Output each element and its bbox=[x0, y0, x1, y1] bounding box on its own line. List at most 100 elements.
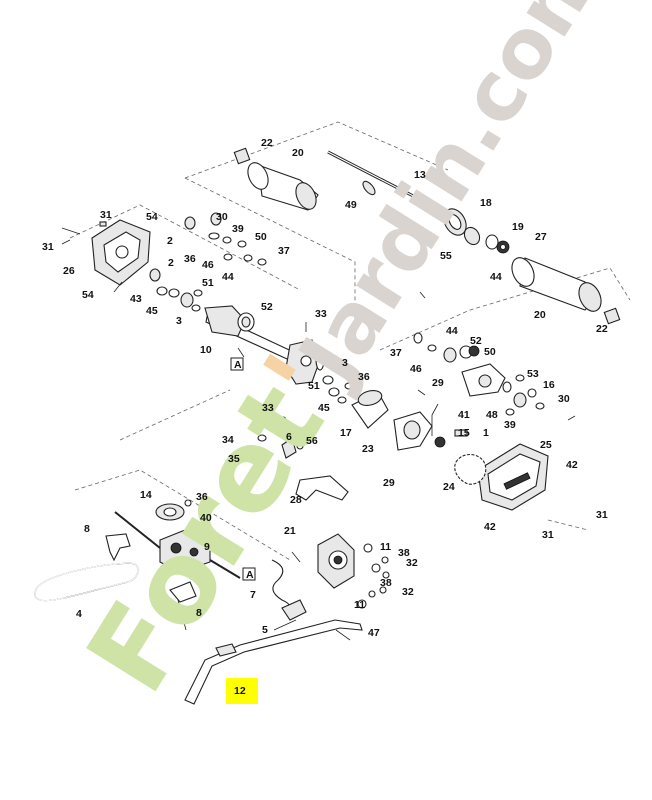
callout-39-b: 39 bbox=[504, 419, 516, 431]
shaft-bearing-assembly bbox=[443, 208, 510, 254]
callout-19: 19 bbox=[512, 221, 524, 233]
callout-56: 56 bbox=[306, 435, 318, 447]
callout-44-b: 44 bbox=[222, 271, 234, 283]
callout-43: 43 bbox=[130, 293, 142, 305]
callout-29: 29 bbox=[432, 377, 444, 389]
callout-36-c: 36 bbox=[196, 491, 208, 503]
callout-38: 38 bbox=[398, 547, 410, 559]
callout-48: 48 bbox=[486, 409, 498, 421]
callout-31: 31 bbox=[100, 209, 112, 221]
callout-8: 8 bbox=[84, 523, 90, 535]
callout-45-b: 45 bbox=[318, 402, 330, 414]
shift-lever bbox=[105, 533, 131, 562]
drive-shaft bbox=[327, 150, 451, 217]
callout-13: 13 bbox=[414, 169, 426, 181]
front-roller bbox=[233, 147, 319, 211]
callout-50-b: 50 bbox=[484, 346, 496, 358]
callout-32: 32 bbox=[406, 557, 418, 569]
callout-18: 18 bbox=[480, 197, 492, 209]
spring-plate bbox=[281, 599, 307, 621]
return-spring bbox=[271, 559, 291, 613]
callout-46-b: 46 bbox=[410, 363, 422, 375]
callout-44-c: 44 bbox=[446, 325, 458, 337]
callout-31-d: 31 bbox=[542, 529, 554, 541]
callout-42-b: 42 bbox=[484, 521, 496, 533]
callout-52: 52 bbox=[261, 301, 273, 313]
right-gear-components bbox=[413, 332, 545, 416]
callout-37-b: 37 bbox=[390, 347, 402, 359]
transmission-gearbox bbox=[114, 499, 241, 579]
callout-50: 50 bbox=[255, 231, 267, 243]
left-gear-housing bbox=[61, 219, 151, 286]
callout-46: 46 bbox=[202, 259, 214, 271]
center-left-small-parts bbox=[250, 416, 304, 459]
callout-6: 6 bbox=[286, 431, 292, 443]
callout-23: 23 bbox=[362, 443, 374, 455]
drive-belt bbox=[34, 562, 139, 602]
callout-36: 36 bbox=[184, 253, 196, 265]
callout-39: 39 bbox=[232, 223, 244, 235]
fasteners-right bbox=[357, 543, 390, 609]
callout-42: 42 bbox=[566, 459, 578, 471]
callout-10: 10 bbox=[200, 344, 212, 356]
axle-housing-assembly bbox=[204, 305, 325, 385]
callout-27: 27 bbox=[535, 231, 547, 243]
gasket-seal bbox=[454, 453, 487, 485]
label-leader-lines bbox=[61, 239, 576, 641]
callout-33: 33 bbox=[315, 308, 327, 320]
callout-22-b: 22 bbox=[596, 323, 608, 335]
callout-24: 24 bbox=[443, 481, 455, 493]
callout-32-b: 32 bbox=[402, 586, 414, 598]
callout-31-b: 31 bbox=[42, 241, 54, 253]
callout-3-b: 3 bbox=[342, 357, 348, 369]
callout-15: 15 bbox=[458, 427, 470, 439]
callout-2: 2 bbox=[167, 235, 173, 247]
callout-21: 21 bbox=[284, 525, 296, 537]
callout-29-b: 29 bbox=[383, 477, 395, 489]
rear-roller bbox=[511, 257, 621, 325]
reference-box-a-2: A bbox=[242, 567, 256, 581]
reference-label-a: A bbox=[234, 359, 242, 371]
callout-53: 53 bbox=[527, 368, 539, 380]
callout-9: 9 bbox=[204, 541, 210, 553]
callout-54-b: 54 bbox=[82, 289, 94, 301]
callout-2-b: 2 bbox=[168, 257, 174, 269]
callout-30: 30 bbox=[216, 211, 228, 223]
callout-20-b: 20 bbox=[534, 309, 546, 321]
callout-34: 34 bbox=[222, 434, 234, 446]
callout-37: 37 bbox=[278, 245, 290, 257]
callout-33-b: 33 bbox=[262, 402, 274, 414]
callout-31-c: 31 bbox=[596, 509, 608, 521]
center-clutch-parts bbox=[322, 375, 468, 451]
reference-box-a: A bbox=[230, 357, 244, 371]
handle-bar bbox=[184, 619, 363, 705]
clutch-sprocket bbox=[317, 533, 355, 589]
callout-8-b: 8 bbox=[196, 607, 202, 619]
callout-30-b: 30 bbox=[558, 393, 570, 405]
washers-and-bushings bbox=[149, 212, 267, 312]
callout-51-b: 51 bbox=[308, 380, 320, 392]
highlight-box bbox=[226, 678, 258, 704]
callout-47: 47 bbox=[368, 627, 380, 639]
callout-4: 4 bbox=[76, 608, 82, 620]
callout-55: 55 bbox=[440, 250, 452, 262]
callout-11: 11 bbox=[380, 541, 391, 553]
watermark-text-rest: Jardin.com bbox=[279, 0, 623, 403]
callout-52-b: 52 bbox=[470, 335, 482, 347]
callout-7: 7 bbox=[250, 589, 256, 601]
callout-38-b: 38 bbox=[380, 577, 392, 589]
callout-20: 20 bbox=[292, 147, 304, 159]
callout-17: 17 bbox=[340, 427, 352, 439]
callout-44: 44 bbox=[490, 271, 502, 283]
callout-3: 3 bbox=[176, 315, 182, 327]
lower-bracket bbox=[169, 581, 197, 603]
callout-28: 28 bbox=[290, 494, 302, 506]
callout-41: 41 bbox=[458, 409, 470, 421]
spring-bracket bbox=[295, 475, 349, 501]
callout-14: 14 bbox=[140, 489, 152, 501]
callout-45: 45 bbox=[146, 305, 158, 317]
callout-5: 5 bbox=[262, 624, 268, 636]
callout-22: 22 bbox=[261, 137, 273, 149]
callout-11-b: 11 bbox=[354, 599, 365, 611]
